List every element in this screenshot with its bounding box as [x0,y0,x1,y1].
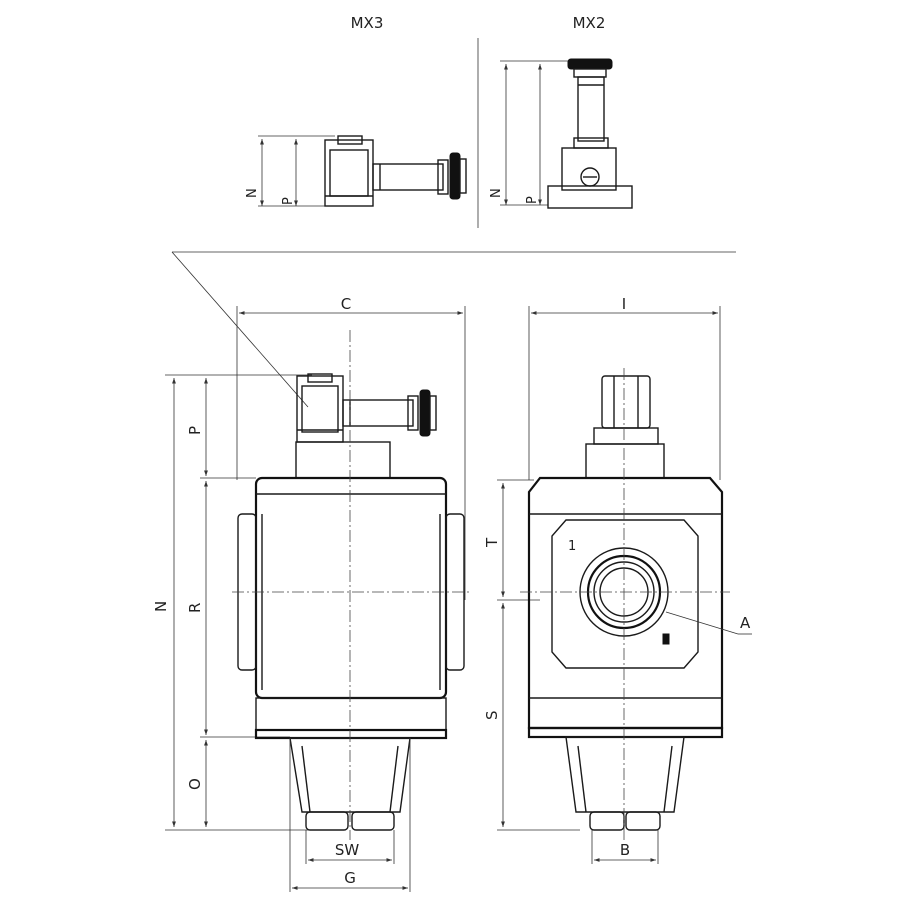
side-dim-t: T [483,537,501,548]
front-dim-g: G [344,869,356,887]
front-dim-r: R [186,603,204,613]
mx3-title: MX3 [351,14,384,32]
mx3-dim-n: N [245,188,260,198]
mx3-view: MX3 N P [245,14,467,207]
detail-leader [171,251,309,408]
front-view: C N P R O [152,295,470,892]
front-dim-c: C [341,295,351,313]
side-dim-b: B [620,841,630,859]
mx2-dim-n: N [489,188,504,198]
side-view: I T S 1 [483,295,752,864]
side-callout-a: A [740,614,751,632]
mx2-title: MX2 [573,14,606,32]
mx3-dim-p: P [281,197,296,205]
front-dim-n: N [152,601,170,612]
front-dim-p: P [186,426,204,435]
side-port-mark: 1 [568,539,576,554]
front-dim-o: O [186,778,204,790]
mx2-view: MX2 N P [489,14,633,209]
side-dim-i: I [622,295,626,313]
mx2-dim-p: P [525,196,540,204]
side-dim-s: S [483,710,501,720]
front-dim-sw: SW [335,841,360,859]
